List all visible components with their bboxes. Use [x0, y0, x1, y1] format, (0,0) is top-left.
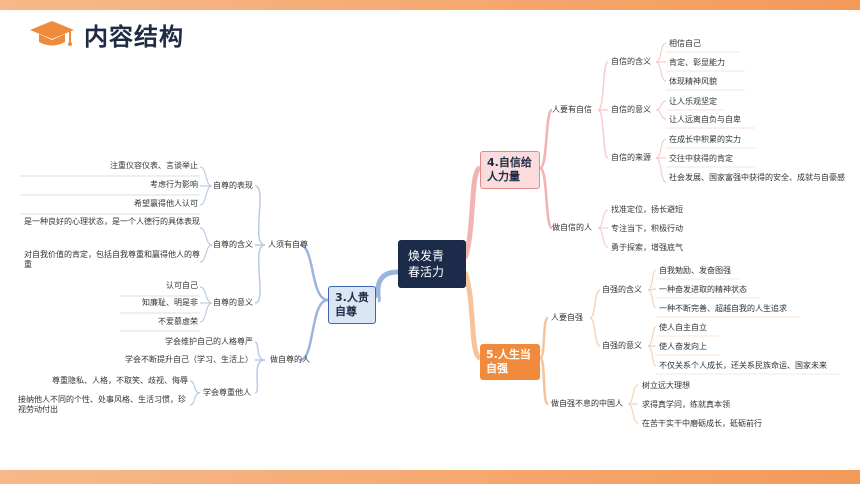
leaf-item: 求得真学问，练就真本领: [642, 400, 730, 409]
leaf-item: 在苦干实干中磨砺成长，砥砺前行: [642, 419, 762, 428]
node-confidence-source: 自信的来源: [611, 153, 651, 162]
leaf-item: 一种不断完善、超越自我的人生追求: [659, 304, 787, 313]
node-need-self-improvement: 人要自强: [551, 313, 583, 322]
leaf-item: 树立远大理想: [642, 381, 690, 390]
leaf-item: 学会维护自己的人格尊严: [165, 337, 253, 346]
leaf-item: 找准定位，扬长避短: [611, 205, 683, 214]
leaf-item: 不仅关系个人成长，还关系民族命运、国家未来: [659, 361, 827, 370]
leaf-item: 使人自主自立: [659, 323, 707, 332]
leaf-item: 不爱慕虚荣: [158, 317, 198, 326]
node-need-confidence: 人要有自信: [552, 105, 592, 114]
leaf-item: 自我勉励、发奋图强: [659, 266, 731, 275]
leaf-item: 交往中获得的肯定: [669, 154, 733, 163]
header: 内容结构: [28, 16, 184, 52]
top-accent-bar: [0, 0, 860, 10]
leaf-item: 让人乐观坚定: [669, 97, 717, 106]
node-respect-others: 学会尊重他人: [203, 388, 251, 397]
node-confidence-meaning: 自信的含义: [611, 57, 651, 66]
node-self-respect-meaning: 自尊的含义: [213, 240, 253, 249]
node-be-self-respecting: 做自尊的人: [270, 355, 310, 364]
leaf-item: 注重仪容仪表、言谈举止: [110, 161, 198, 170]
leaf-item: 尊重隐私、人格，不取笑、歧视、侮辱: [52, 376, 188, 385]
leaf-item: 是一种良好的心理状态，是一个人德行的具体表现: [24, 217, 200, 226]
branch-self-respect: 3.人贵 自尊: [328, 286, 376, 324]
leaf-item: 考虑行为影响: [150, 180, 198, 189]
page-title: 内容结构: [84, 22, 184, 51]
node-confidence-significance: 自信的意义: [611, 105, 651, 114]
leaf-item: 接纳他人不同的个性、处事风格、生活习惯，珍视劳动付出: [18, 395, 186, 414]
leaf-item: 社会发展、国家富强中获得的安全、成就与自豪感: [669, 173, 845, 182]
leaf-item: 体现精神风貌: [669, 77, 717, 86]
node-be-self-improving-chinese: 做自强不息的中国人: [551, 399, 623, 408]
bottom-accent-bar: [0, 470, 860, 484]
leaf-item: 知廉耻、明是非: [142, 298, 198, 307]
leaf-item: 勇于探索，增强底气: [611, 243, 683, 252]
leaf-item: 对自我价值的肯定，包括自我尊重和赢得他人的尊重: [24, 250, 200, 269]
node-self-improvement-meaning: 自强的含义: [602, 285, 642, 294]
leaf-item: 让人远离自负与自卑: [669, 115, 741, 124]
central-topic: 焕发青 春活力: [398, 240, 466, 288]
leaf-item: 在成长中积累的实力: [669, 135, 741, 144]
leaf-item: 肯定、彰显能力: [669, 58, 725, 67]
node-self-improvement-significance: 自强的意义: [602, 341, 642, 350]
branch-self-improvement: 5.人生当 自强: [480, 344, 540, 380]
leaf-item: 希望赢得他人认可: [134, 199, 198, 208]
leaf-item: 相信自己: [669, 39, 701, 48]
node-must-have-self-respect: 人须有自尊: [268, 240, 308, 249]
leaf-item: 专注当下，积极行动: [611, 224, 683, 233]
leaf-item: 认可自己: [166, 281, 198, 290]
node-self-respect-significance: 自尊的意义: [213, 298, 253, 307]
leaf-item: 使人奋发向上: [659, 342, 707, 351]
node-self-respect-performance: 自尊的表现: [213, 181, 253, 190]
leaf-item: 学会不断提升自己（学习、生活上）: [125, 355, 253, 364]
node-be-confident: 做自信的人: [552, 223, 592, 232]
branch-self-confidence: 4.自信给 人力量: [480, 151, 540, 189]
leaf-item: 一种奋发进取的精神状态: [659, 285, 747, 294]
graduation-cap-icon: [30, 21, 74, 46]
